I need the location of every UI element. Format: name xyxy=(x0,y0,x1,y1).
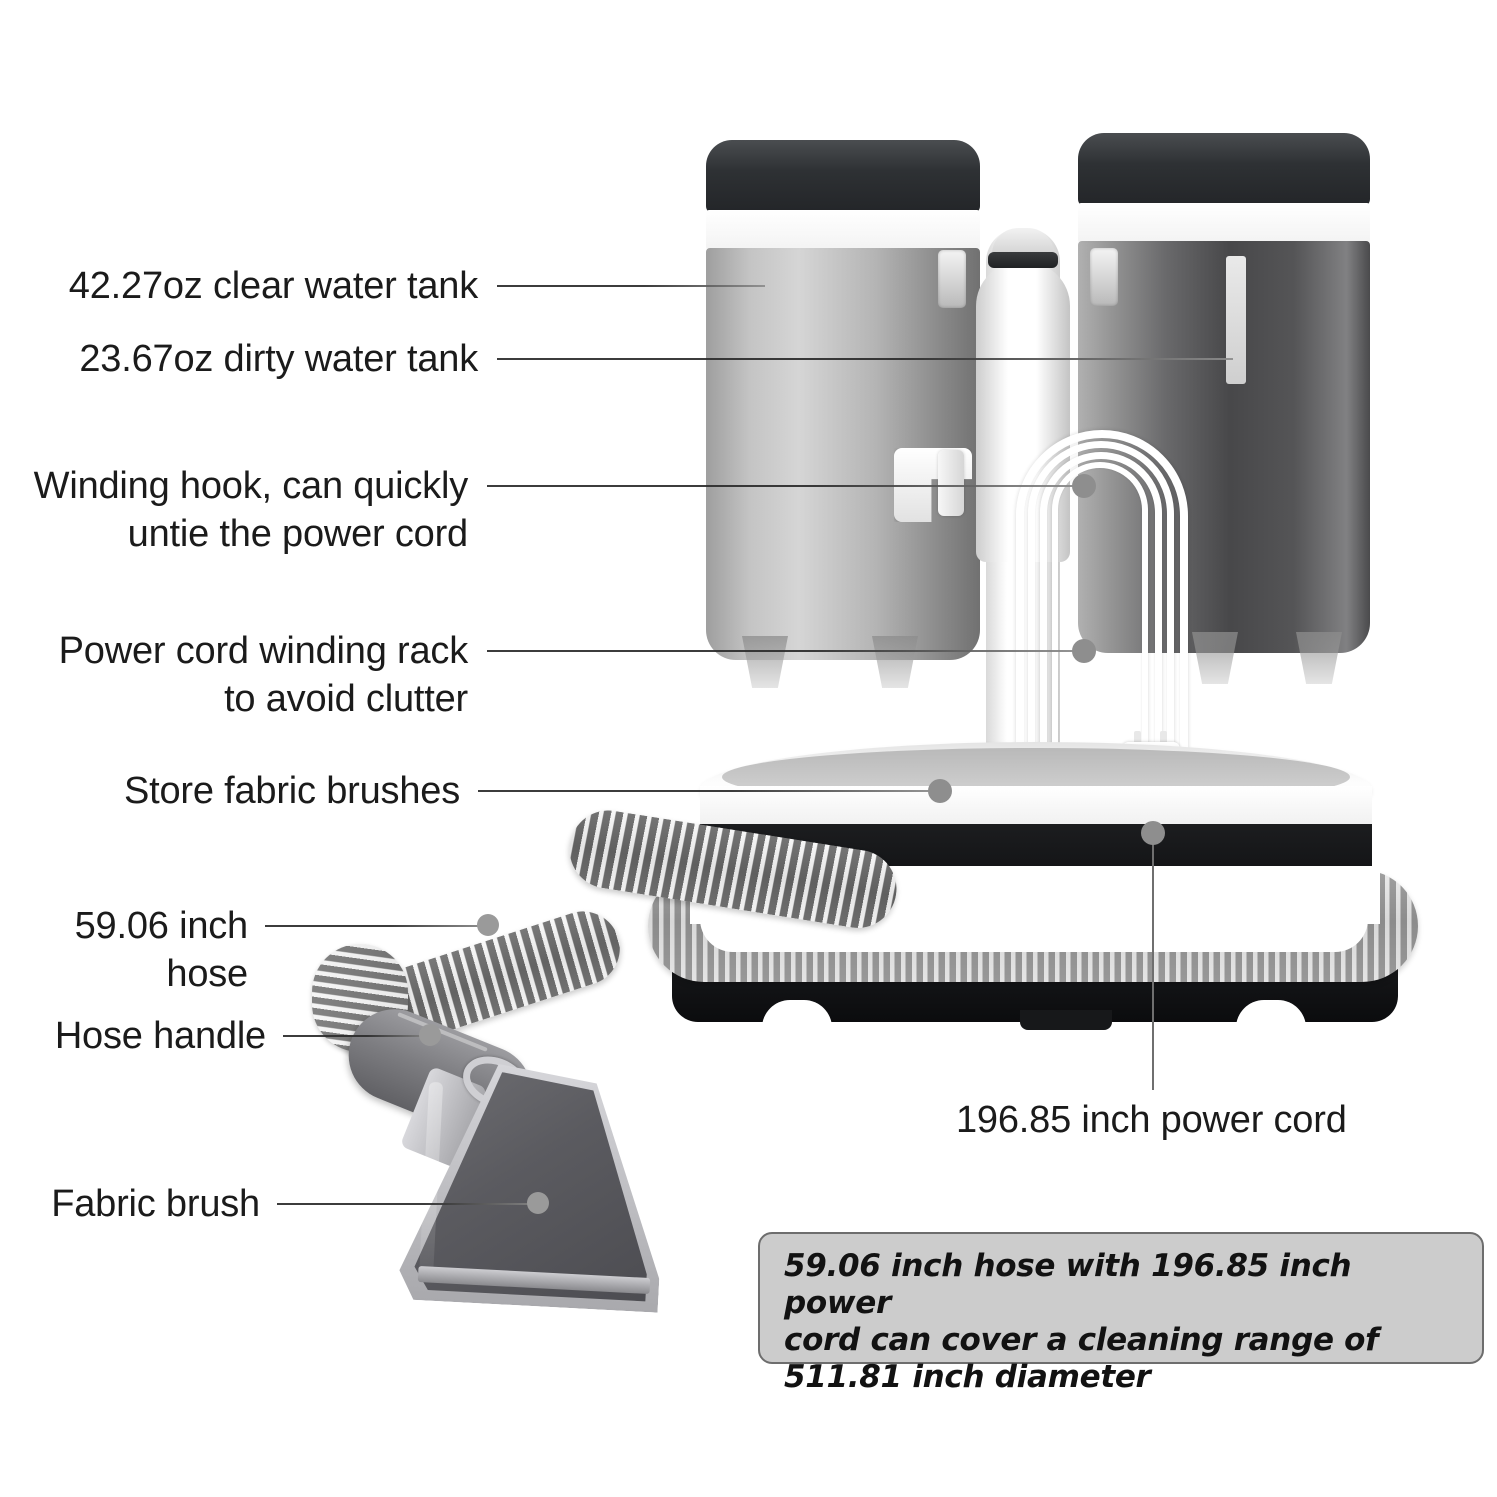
leader-line-store-fabric-brushes xyxy=(478,790,938,792)
plug-prong-left xyxy=(1134,731,1141,747)
leader-line-fabric-brush xyxy=(277,1203,545,1205)
tank-cap-left xyxy=(706,140,980,214)
tank-band-left xyxy=(706,210,980,250)
cleaning-range-note: 59.06 inch hose with 196.85 inch power c… xyxy=(758,1232,1484,1395)
callout-fabric-brush: Fabric brush xyxy=(51,1183,260,1225)
leader-line-clear-water-tank xyxy=(497,285,765,287)
callout-store-fabric-brushes: Store fabric brushes xyxy=(123,770,460,812)
winding-hook-upper-arm xyxy=(938,450,964,516)
base-foot-notch-right xyxy=(1236,1000,1306,1028)
tank-band-right xyxy=(1078,203,1370,243)
callout-hose-length: 59.06 inch hose xyxy=(74,905,249,995)
leader-line-winding-hook xyxy=(487,485,1083,487)
leader-dot-hose-handle xyxy=(419,1024,441,1046)
center-post-ring xyxy=(988,252,1058,268)
tank-cap-right xyxy=(1078,133,1370,207)
base-foot-notch-left xyxy=(762,1000,832,1028)
base-white-band xyxy=(700,786,1372,828)
tank-latch-left xyxy=(938,250,966,308)
tank-foot-left-b xyxy=(872,636,918,688)
tank-graduation-strip xyxy=(1226,256,1246,384)
note-line-2: cord can cover a cleaning range of xyxy=(784,1322,1379,1358)
leader-line-cord-winding-rack xyxy=(487,650,1083,652)
callout-power-cord: 196.85 inch power cord xyxy=(956,1099,1347,1141)
leader-dot-store-fabric-brushes xyxy=(928,779,952,803)
callout-clear-water-tank: 42.27oz clear water tank xyxy=(68,265,478,307)
leader-dot-hose-length xyxy=(477,914,499,936)
plug-prong-right xyxy=(1160,731,1167,747)
base-foot-nub xyxy=(1020,1010,1112,1030)
leader-line-power-cord xyxy=(1152,838,1154,1090)
leader-dot-winding-hook xyxy=(1072,474,1096,498)
leader-line-hose-handle xyxy=(283,1035,435,1037)
leader-line-hose-length xyxy=(265,925,493,927)
callout-hose-handle: Hose handle xyxy=(54,1015,266,1057)
note-line-1: 59.06 inch hose with 196.85 inch power xyxy=(784,1248,1352,1321)
leader-line-dirty-water-tank xyxy=(497,358,1233,360)
tank-foot-right-a xyxy=(1192,632,1238,684)
clear-water-tank-graphic xyxy=(706,140,980,660)
leader-dot-cord-winding-rack xyxy=(1072,639,1096,663)
leader-dot-fabric-brush xyxy=(527,1192,549,1214)
note-line-3: 511.81 inch diameter xyxy=(784,1359,1151,1395)
callout-cord-winding-rack: Power cord winding rack to avoid clutter xyxy=(58,630,469,720)
callout-dirty-water-tank: 23.67oz dirty water tank xyxy=(79,338,478,380)
tank-foot-left-a xyxy=(742,636,788,688)
callout-winding-hook: Winding hook, can quickly untie the powe… xyxy=(33,465,469,555)
tank-foot-right-b xyxy=(1296,632,1342,684)
tank-latch-right xyxy=(1090,248,1118,306)
leader-dot-power-cord xyxy=(1141,821,1165,845)
